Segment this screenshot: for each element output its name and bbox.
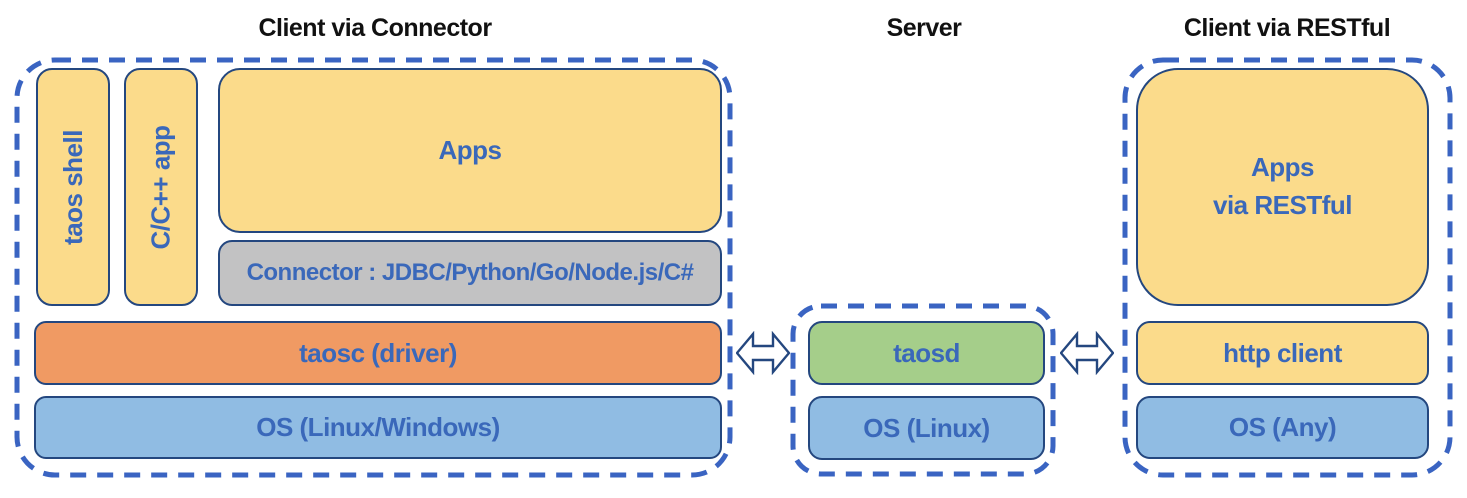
apps-via-restful-label: Apps via RESTful — [1213, 149, 1352, 224]
box-apps: Apps — [218, 68, 722, 233]
connector-group-border — [14, 57, 733, 478]
double-arrow-left-icon — [736, 331, 790, 375]
apps-label: Apps — [438, 135, 503, 165]
server-group-border — [790, 303, 1056, 477]
double-arrow-right-icon — [1060, 331, 1114, 375]
taos-shell-label: taos shell — [57, 129, 88, 245]
cpp-app-label: C/C++ app — [145, 124, 176, 250]
taosd-label: taosd — [893, 337, 960, 368]
box-os-any: OS (Any) — [1136, 396, 1429, 459]
box-cpp-app: C/C++ app — [124, 68, 198, 306]
os-linux-windows-label: OS (Linux/Windows) — [256, 412, 500, 442]
apps-via-restful-line1: Apps — [1250, 152, 1314, 183]
apps-via-restful-line2: via RESTful — [1213, 190, 1352, 220]
os-any-label: OS (Any) — [1228, 412, 1337, 442]
box-taosd: taosd — [808, 321, 1045, 385]
box-taos-shell: taos shell — [36, 68, 110, 306]
connector-bar-label: Connector : JDBC/Python/Go/Node.js/C# — [246, 259, 694, 286]
section-title-client-via-connector: Client via Connector — [258, 14, 492, 42]
http-client-label: http client — [1223, 337, 1342, 368]
section-title-client-via-restful: Client via RESTful — [1183, 14, 1391, 42]
box-taosc-driver: taosc (driver) — [34, 321, 722, 385]
os-linux-label: OS (Linux) — [863, 412, 990, 443]
section-title-server: Server — [886, 14, 962, 42]
box-os-linux-windows: OS (Linux/Windows) — [34, 396, 722, 459]
box-apps-via-restful: Apps via RESTful — [1136, 68, 1429, 306]
box-connector-bar: Connector : JDBC/Python/Go/Node.js/C# — [218, 240, 722, 306]
box-os-linux: OS (Linux) — [808, 396, 1045, 460]
taosc-driver-label: taosc (driver) — [299, 337, 457, 368]
box-http-client: http client — [1136, 321, 1429, 385]
